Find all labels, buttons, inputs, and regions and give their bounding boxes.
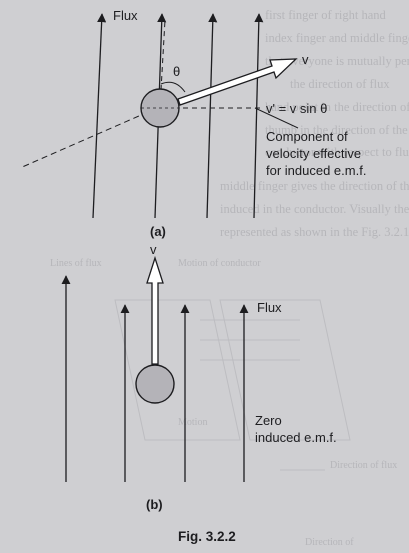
pointer-line <box>254 107 299 129</box>
annotation-line: velocity effective <box>266 146 361 161</box>
faint-line: Lines of flux <box>50 258 102 269</box>
faint-background-shapes <box>114 299 351 471</box>
faint-background-text: first finger of right hand index finger … <box>50 8 409 548</box>
faint-line: thumb in the direction of the relative m… <box>265 123 409 137</box>
component-equation: v' = v sin θ <box>266 101 327 116</box>
velocity-arrow <box>146 255 164 365</box>
figure-b <box>61 255 249 482</box>
flux-line <box>92 13 107 219</box>
dashed-flux-direction-line <box>159 19 166 109</box>
figure-a <box>19 13 299 219</box>
conductor-circle <box>135 364 175 404</box>
annotation-line: Zero <box>255 413 282 428</box>
annotation-line: for induced e.m.f. <box>266 163 366 178</box>
faint-line: index finger and middle finger <box>265 31 409 45</box>
velocity-label: v <box>150 242 157 257</box>
faint-line: middle finger gives the direction of the… <box>220 179 409 193</box>
faint-plate <box>114 299 241 441</box>
faint-plate <box>219 299 351 441</box>
annotation-line: induced e.m.f. <box>255 430 337 445</box>
faint-line: induced in the conductor. Visually the r… <box>220 202 409 216</box>
velocity-arrow <box>177 58 298 106</box>
faint-line: represented as shown in the Fig. 3.2.1. <box>220 225 409 239</box>
faint-line: first finger of right hand <box>265 8 387 22</box>
flux-line <box>253 13 264 219</box>
flux-label: Flux <box>113 8 138 23</box>
panel-label: (b) <box>146 497 163 512</box>
angle-arc <box>160 81 186 93</box>
faint-line: Direction of <box>305 537 354 548</box>
angle-label: θ <box>173 64 180 79</box>
faint-line: hand point in the direction of flux <box>265 100 409 114</box>
faint-line: Motion <box>178 417 207 428</box>
figure-caption: Fig. 3.2.2 <box>178 529 236 544</box>
figure-b-labels: v Flux Zero induced e.m.f. (b) <box>146 242 337 512</box>
faint-line: that everyone is mutually perpendicular … <box>265 54 409 68</box>
velocity-label: v <box>302 52 309 67</box>
faint-line: Direction of flux <box>330 460 397 471</box>
faint-line: the direction of flux <box>290 77 390 91</box>
panel-label: (a) <box>150 224 166 239</box>
faint-line: conductor with respect to flux then the … <box>265 145 409 159</box>
flux-line <box>206 13 218 219</box>
faint-line: Motion of conductor <box>178 258 261 269</box>
dashed-motion-extension <box>19 111 149 169</box>
figure-a-labels: Flux θ v v' = v sin θ Component of veloc… <box>113 8 366 239</box>
annotation-line: Component of <box>266 129 348 144</box>
flux-label: Flux <box>257 300 282 315</box>
